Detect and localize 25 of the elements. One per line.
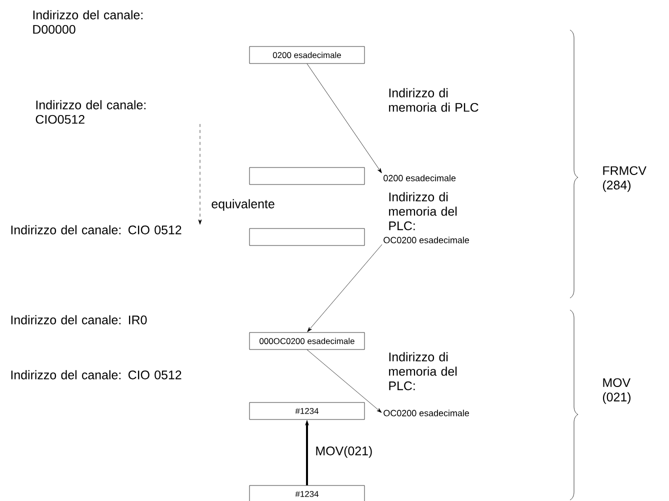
address-note: Indirizzo di memoria del PLC: (389, 352, 457, 390)
value-box: 0200 esadecimale (249, 46, 365, 64)
edge-label: equivalente (212, 199, 274, 211)
arrow (198, 124, 202, 225)
value-text: OC0200 esadecimale (384, 410, 470, 416)
value-box: 000OC0200 esadecimale (249, 332, 365, 350)
instruction-label: FRMCV (284) (602, 166, 646, 192)
value-box: #1234 (249, 485, 365, 501)
value-text: OC0200 esadecimale (384, 236, 470, 244)
empty-box (249, 228, 365, 246)
arrow (306, 64, 382, 174)
address-note: Indirizzo di memoria del PLC: (389, 192, 457, 230)
address-note: Indirizzo di memoria di PLC (389, 88, 478, 112)
arrow (307, 244, 382, 332)
value-box: #1234 (249, 402, 365, 420)
edge-label: MOV(021) (316, 446, 372, 458)
address-note: Indirizzo del canale: CIO 0512 (11, 225, 182, 234)
address-note: Indirizzo del canale: CIO0512 (36, 100, 146, 124)
arrow (306, 350, 382, 413)
instruction-label: MOV (021) (602, 378, 631, 404)
address-note: Indirizzo del canale: D00000 (33, 10, 142, 34)
address-note: Indirizzo del canale: IR0 (11, 315, 147, 324)
empty-box (249, 167, 365, 185)
value-text: 0200 esadecimale (384, 174, 456, 182)
address-note: Indirizzo del canale: CIO 0512 (11, 370, 182, 380)
